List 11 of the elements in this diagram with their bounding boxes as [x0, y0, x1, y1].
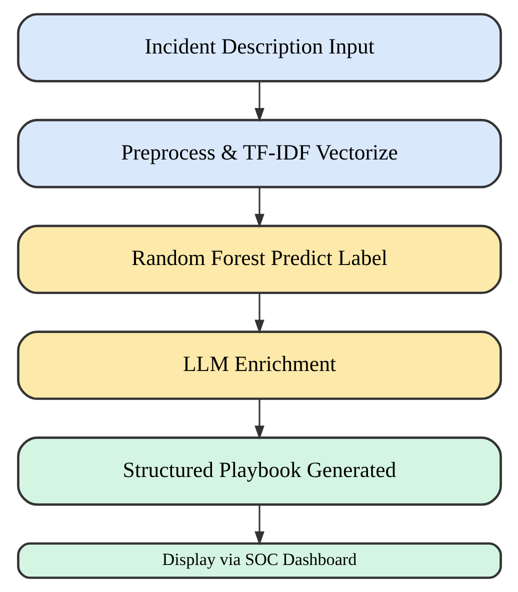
- arrow: [254, 398, 264, 440]
- arrow: [254, 187, 264, 228]
- arrow: [254, 292, 264, 334]
- node-box: Incident Description Input: [16, 13, 502, 82]
- node-box: Random Forest Predict Label: [16, 224, 502, 294]
- arrow: [254, 504, 264, 546]
- node-box: Preprocess & TF-IDF Vectorize: [16, 118, 502, 188]
- node-box: Display via SOC Dashboard: [16, 542, 502, 579]
- arrow: [254, 81, 264, 122]
- node-box: Structured Playbook Generated: [16, 436, 502, 506]
- node-box: LLM Enrichment: [16, 330, 502, 400]
